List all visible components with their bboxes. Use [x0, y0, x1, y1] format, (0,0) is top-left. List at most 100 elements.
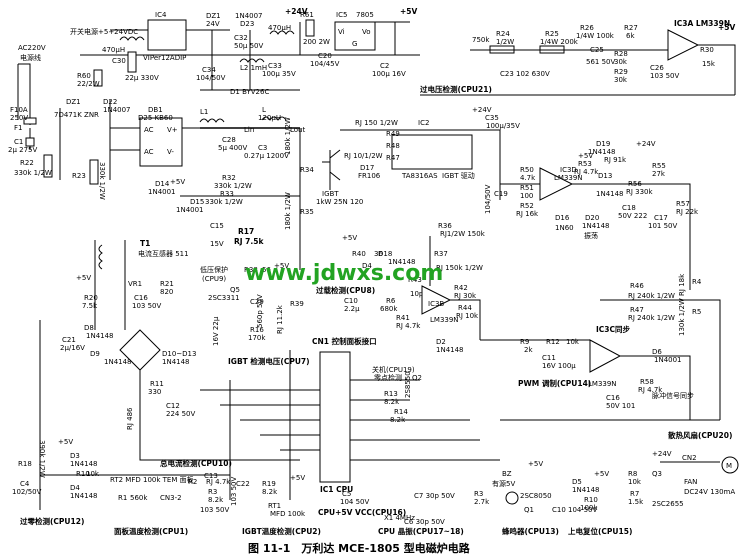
igbt-temp-block: R19 8.2k +5V RT1 MFD 100k IGBT温度检测(CPU2)	[242, 474, 321, 536]
ic3d-label: IC3D	[560, 166, 577, 174]
temp-detect-block: RT2 MFD 100k TEM 面板 R1 560k CN3-2 R2 RJ …	[110, 472, 250, 536]
r10-label: R10	[76, 470, 90, 478]
c1v-label: 2μ 275V	[8, 146, 37, 154]
r55-label: R55	[652, 162, 666, 170]
ic2-ta8316-box	[391, 134, 473, 170]
igbt-symbol	[322, 149, 341, 181]
rt2-label: RT2 MFD 100k TEM 面板	[110, 475, 194, 484]
r9-label: R9	[520, 338, 529, 346]
top-mid-components: DZ1 24V 1N4007 D23 C32 50μ 50V L2 1mH C3…	[196, 7, 340, 96]
power-cord-label: 电源线	[20, 53, 41, 62]
vo-label: Vo	[362, 28, 371, 36]
cpu-vcc-label: CPU+5V VCC(CPU16)	[318, 508, 406, 517]
c2v-label: 100μ 16V	[372, 70, 406, 78]
overvoltage-label: 过电压检测(CPU21)	[420, 84, 492, 94]
rj91k-label: RJ 91k	[604, 156, 627, 164]
r40v-label: 36	[374, 250, 383, 258]
r48-label: R48	[386, 142, 400, 150]
p5v-d14-label: +5V	[170, 178, 185, 186]
d19v-label: 1N4148	[588, 148, 616, 156]
vr1-label: VR1	[128, 280, 142, 288]
r41-label: R41	[396, 314, 410, 322]
fan-name-label: FAN	[684, 478, 697, 486]
d4bv-label: 1N4148	[70, 492, 98, 500]
ac-minus-label: AC	[144, 148, 154, 156]
t1-winding	[98, 244, 103, 270]
igbt-temp-label: IGBT温度检测(CPU2)	[242, 526, 321, 536]
r12v-label: 10k	[566, 338, 580, 346]
c28-label: C28	[222, 136, 236, 144]
d19-label: D19	[596, 140, 610, 148]
r3-label: R3	[208, 488, 217, 496]
r47-label: R47	[630, 306, 644, 314]
r33v-label: 330k 1/2W	[205, 198, 243, 206]
r19v-label: 8.2k	[262, 488, 278, 496]
r37-label: R37	[434, 250, 448, 258]
r50-label: R50	[520, 166, 534, 174]
l470-2-inductor	[269, 30, 295, 35]
r22v-label: 330k 1/2W	[14, 169, 52, 177]
ic4-viper-chip	[147, 19, 187, 51]
igbt-label: IGBT	[322, 190, 339, 198]
reset-block: D5 1N4148 +5V R10 100k C10 104 50V 上电复位(…	[552, 470, 632, 536]
ic3bv-label: LM339N	[430, 316, 459, 324]
r6-label: R6	[386, 297, 396, 305]
d9v-label: 1N4148	[104, 358, 132, 366]
ic2-label: IC2	[418, 119, 429, 127]
r61-label: R61	[300, 11, 314, 19]
c15-label: C15	[210, 222, 224, 230]
d10v-label: 1N4148	[162, 358, 190, 366]
c12v-label: 224 50V	[166, 410, 195, 418]
r11v-label: 330	[148, 388, 161, 396]
r24v-label: 1/2W	[496, 38, 514, 46]
oscillation-label: 振荡	[584, 231, 598, 240]
buzzer-label: 蜂鸣器(CPU13)	[502, 526, 559, 536]
c19v-label: 104/50V	[484, 184, 492, 214]
l2-label: L2 1mH	[240, 64, 267, 72]
r6v-label: 680k	[380, 305, 398, 313]
r5-label: R5	[692, 308, 701, 316]
d18-label: D18	[378, 250, 392, 258]
ac-input-block: AC220V 电源线 F10A 250V F1 C1 2μ 275V R22 3…	[8, 44, 131, 200]
inductor-470uh-1	[119, 36, 145, 41]
c30v-label: 22μ 330V	[125, 74, 159, 82]
rj18-label: 130k 1/2W RJ 18k	[678, 273, 686, 336]
r34-label: R34	[300, 166, 314, 174]
ic5-regulator: IC5 7805 Vi Vo G +5V C2 100μ 16V	[334, 7, 418, 78]
d18v-label: 1N4148	[388, 258, 416, 266]
r50v-label: 4.7k	[520, 174, 536, 182]
r35-label: R35	[300, 208, 314, 216]
rt1-label: RT1	[268, 502, 281, 510]
coil-label: L	[262, 106, 266, 114]
ac220-label: AC220V	[18, 44, 46, 52]
r61-resistor	[305, 19, 315, 37]
p24v-label: +24V	[285, 7, 308, 16]
r4-label: R4	[692, 278, 702, 286]
r58-label: R58	[640, 378, 654, 386]
ic1-label: IC1 CPU	[320, 485, 353, 494]
c4-label: C4	[20, 480, 30, 488]
motor-label: M	[726, 462, 732, 470]
igbt-voltage-label: IGBT 检测电压(CPU7)	[228, 356, 310, 366]
buzzer-block: BZ 有源5V +5V 2SC8050 Q1 R3 2.7k 蜂鸣器(CPU13…	[474, 460, 559, 536]
d4b-label: D4	[70, 484, 80, 492]
cpu-block: CN1 控制面板接口 IC1 CPU CPU+5V VCC(CPU16) X1 …	[200, 336, 500, 536]
ic3dv-label: LM339N	[554, 174, 583, 182]
r19-label: R19	[262, 480, 276, 488]
d14-label: D14	[155, 180, 170, 188]
r56v-label: RJ 330k	[626, 188, 654, 196]
d22v-label: 1N4007	[103, 106, 131, 114]
r39-label: R39	[290, 300, 304, 308]
r29-label: R29	[614, 68, 628, 76]
p5v-top-label: +5V	[400, 7, 418, 16]
c5-label: C5	[342, 490, 351, 498]
c26v-label: 103 50V	[650, 72, 679, 80]
temp-detect-label: 面板温度检测(CPU1)	[114, 526, 188, 536]
r13-label: R13	[384, 390, 398, 398]
d2-label: D2	[436, 338, 446, 346]
igbt-driver-block: IGBT 1kW 25N 120 RJ 10/1/2W D17 FR106 RJ…	[316, 106, 520, 214]
r60-resistor	[93, 69, 103, 87]
c13-label: C13	[204, 472, 218, 480]
q3v-label: 2SC2655	[652, 500, 684, 508]
